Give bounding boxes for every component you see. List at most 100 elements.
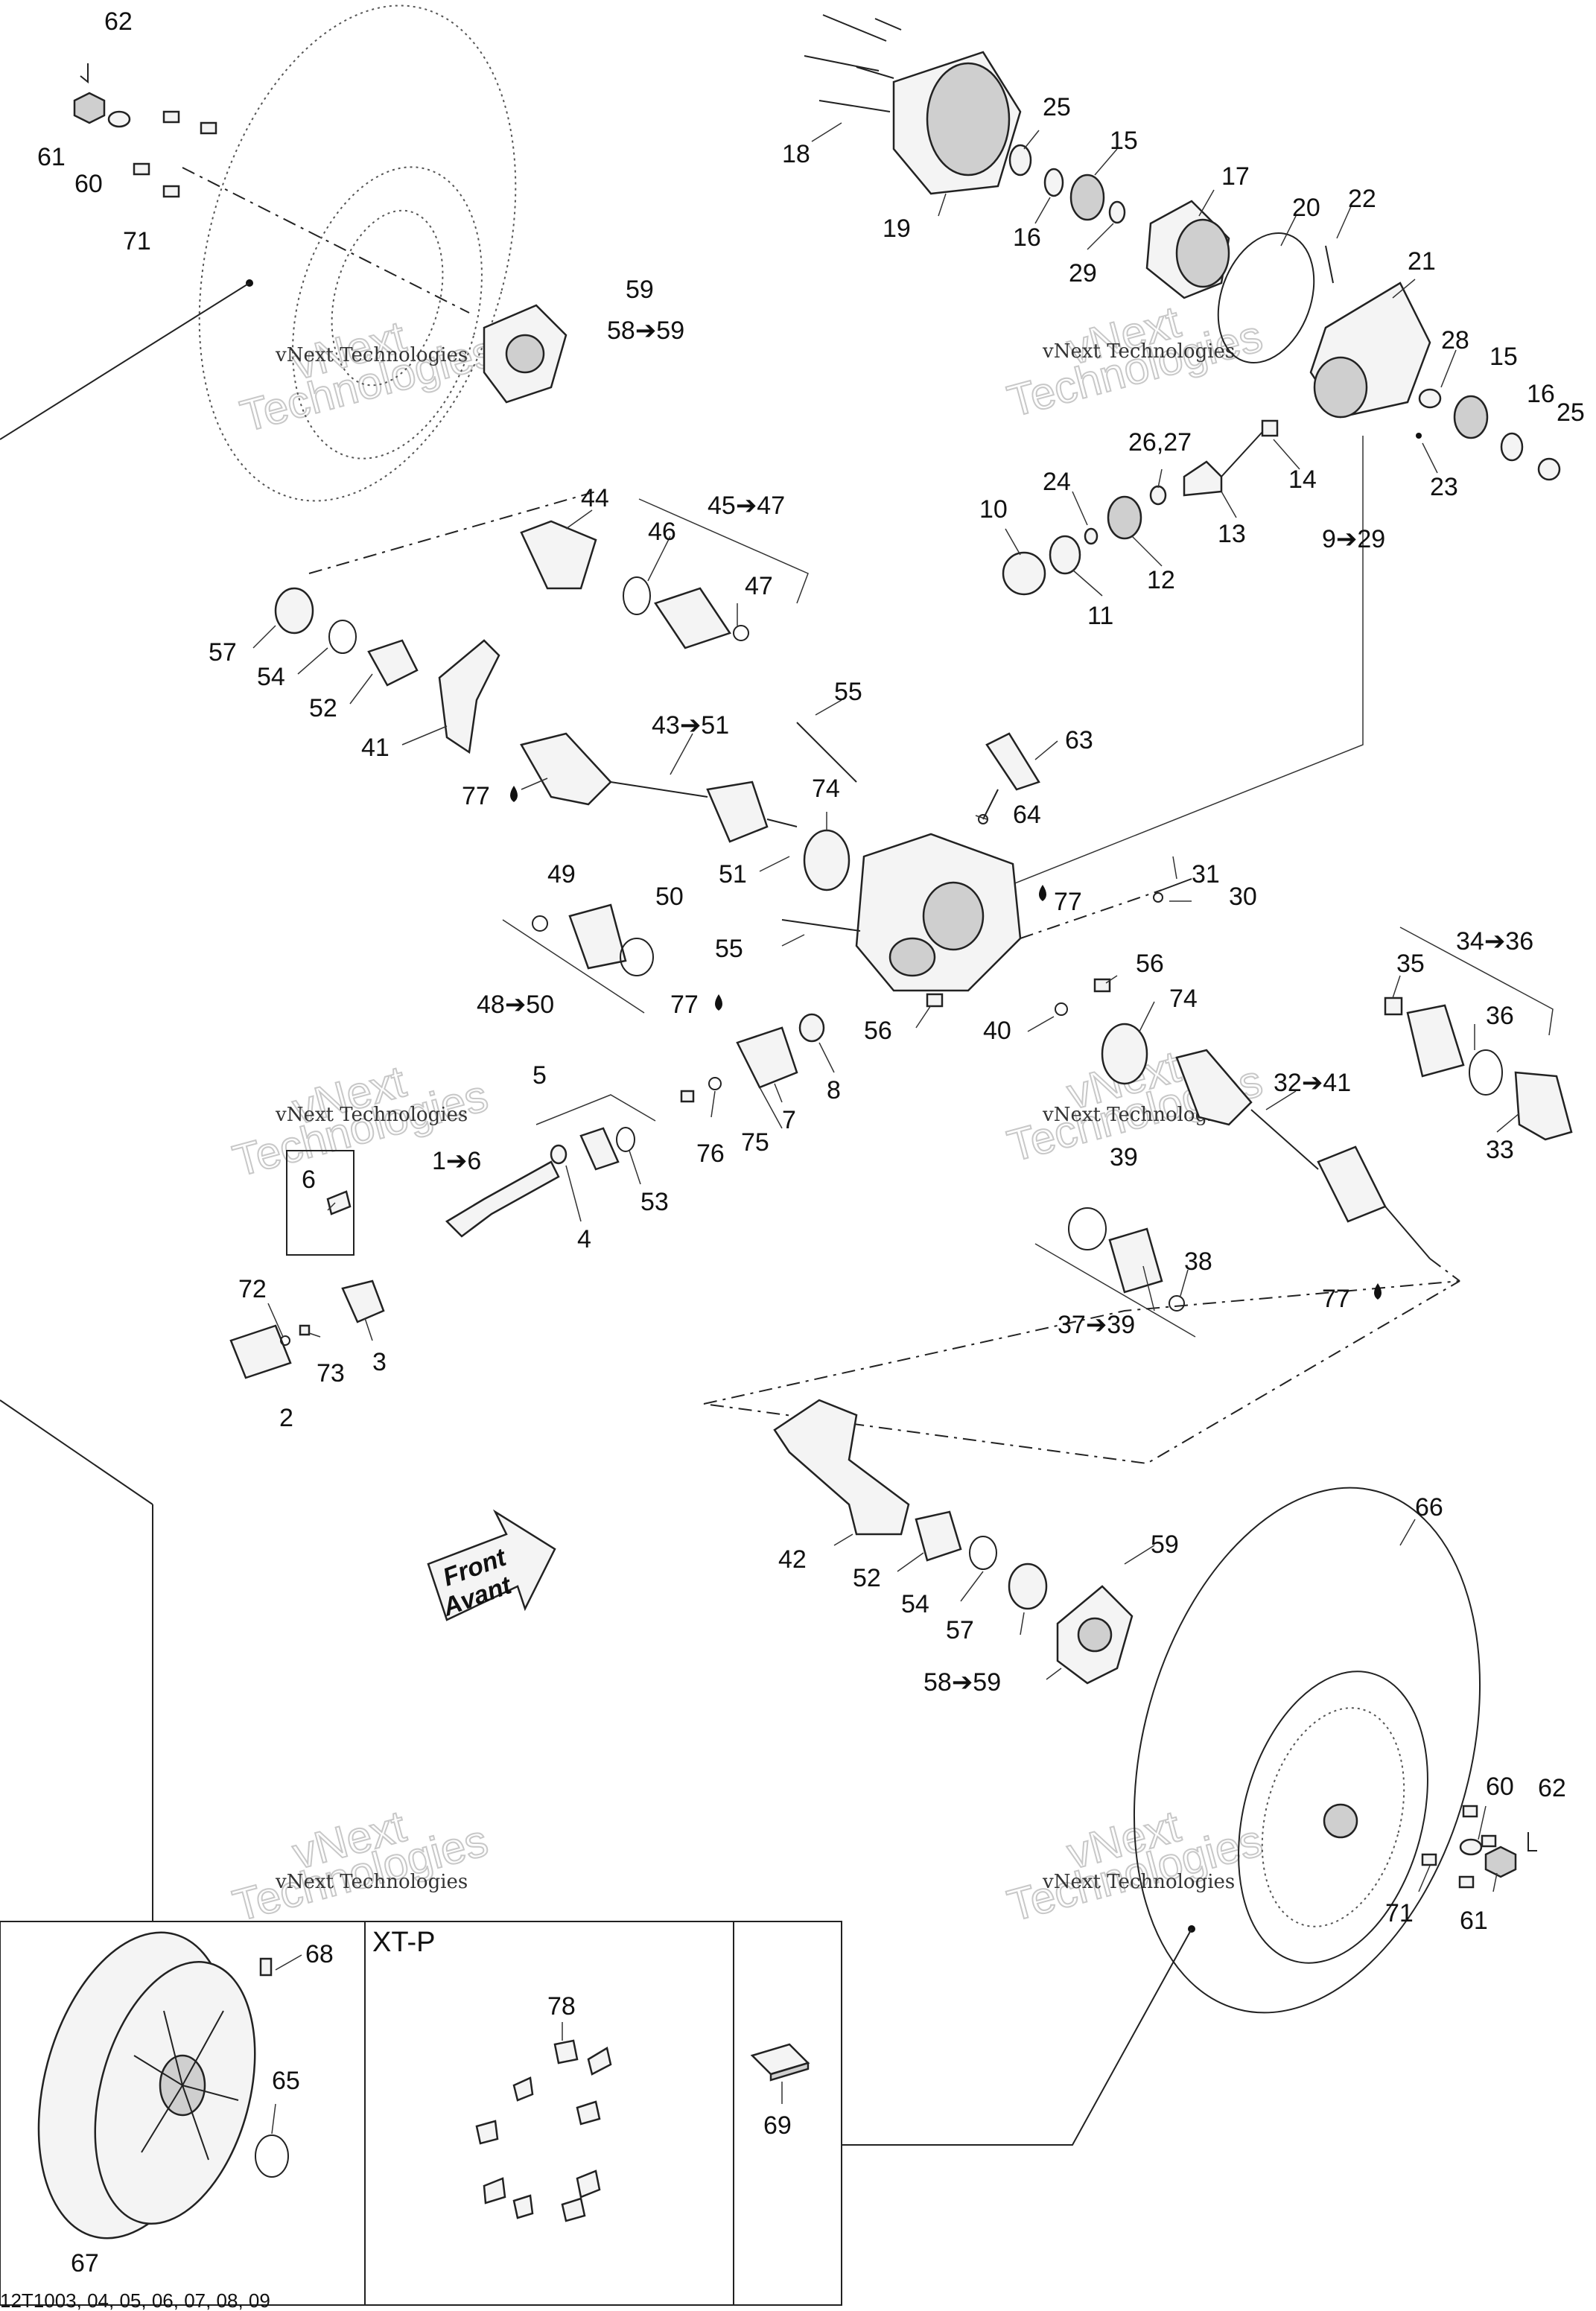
- label-29: 29: [1069, 259, 1097, 287]
- label-52a: 52: [309, 694, 337, 722]
- watermark-1: vNext Technologies vNext Technologies: [235, 311, 501, 442]
- label-64: 64: [1013, 801, 1041, 829]
- manual-69-edge: [769, 2062, 810, 2082]
- watermark-3: vNext Technologies vNext Technologies: [227, 1055, 494, 1186]
- seal-74b: [1101, 1023, 1148, 1085]
- inset-panels: [0, 1921, 842, 2306]
- washer-31: [1153, 892, 1163, 903]
- label-74b: 74: [1169, 985, 1198, 1013]
- label-7: 7: [782, 1106, 796, 1134]
- bearing-52b: [915, 1510, 962, 1562]
- label-37-39: 37➔39: [1058, 1311, 1135, 1339]
- label-16b: 16: [1527, 380, 1555, 408]
- nut-61b: [1484, 1846, 1517, 1878]
- washer-60: [107, 110, 131, 128]
- label-46: 46: [648, 518, 676, 546]
- clamp-39: [1068, 1207, 1107, 1250]
- leader-wheel-66: [842, 1928, 1192, 2146]
- label-10: 10: [979, 495, 1008, 524]
- seal-57: [274, 587, 314, 635]
- diff-port-right: [922, 881, 985, 951]
- label-45-47: 45➔47: [708, 492, 785, 520]
- label-56b: 56: [864, 1017, 892, 1045]
- boot-48: [568, 903, 627, 970]
- figure-reference: 12T1003, 04, 05, 06, 07, 08, 09: [0, 2289, 270, 2311]
- ring-65: [255, 2134, 289, 2178]
- leader-wheel: [0, 282, 250, 440]
- plug-23: [1416, 433, 1422, 439]
- label-57a: 57: [209, 638, 237, 667]
- label-28: 28: [1441, 326, 1469, 355]
- label-36: 36: [1486, 1002, 1514, 1030]
- label-72: 72: [238, 1275, 267, 1303]
- ring-40: [1055, 1002, 1068, 1016]
- cv-joint-inner-right: [1175, 1049, 1253, 1126]
- label-26-27: 26,27: [1128, 428, 1192, 457]
- label-34-36: 34➔36: [1456, 927, 1533, 956]
- right-halfshaft-assembly: [1034, 926, 1573, 1338]
- grease-fitting-6: [326, 1190, 352, 1215]
- label-19: 19: [883, 214, 911, 243]
- tire-outline: [198, 4, 517, 502]
- front-differential: [781, 722, 1192, 1008]
- label-11: 11: [1087, 602, 1113, 630]
- cover-21-port: [1313, 356, 1368, 419]
- stub-axle-33: [1514, 1071, 1573, 1141]
- watermark-5: vNext Technologies vNext Technologies: [227, 1800, 494, 1931]
- clamp-47: [733, 625, 749, 641]
- leader-64: [982, 789, 999, 820]
- label-41: 41: [361, 734, 390, 762]
- label-23: 23: [1430, 473, 1458, 501]
- label-61a: 61: [37, 143, 66, 171]
- label-73: 73: [317, 1359, 345, 1387]
- label-62a: 62: [104, 7, 133, 36]
- bearing-52: [367, 639, 419, 687]
- shaft-1: [445, 1160, 560, 1238]
- nut-76: [680, 1090, 695, 1103]
- bracket-5: [535, 1094, 656, 1125]
- label-51: 51: [719, 860, 747, 889]
- label-77a: 77: [462, 782, 490, 810]
- label-56a: 56: [1136, 950, 1164, 978]
- hub-58b-bore: [1077, 1617, 1113, 1653]
- seal-10: [1002, 551, 1046, 596]
- bearing-16: [1043, 168, 1064, 197]
- label-49: 49: [547, 860, 576, 889]
- cv-joint-inner: [706, 781, 769, 843]
- label-55b: 55: [715, 935, 743, 963]
- label-63: 63: [1065, 726, 1093, 754]
- label-59a: 59: [626, 276, 654, 304]
- clamp-49: [532, 915, 548, 932]
- label-69: 69: [763, 2111, 792, 2140]
- label-59b: 59: [1151, 1530, 1179, 1559]
- label-61b: 61: [1460, 1907, 1488, 1935]
- gear-17-hub: [1175, 218, 1230, 288]
- diff-port-front: [888, 937, 936, 977]
- label-4: 4: [577, 1225, 591, 1253]
- cross-3: [341, 1280, 385, 1323]
- label-78: 78: [547, 1992, 576, 2021]
- bracket-48-50: [502, 919, 645, 1014]
- washer-75: [708, 1077, 722, 1090]
- hub-bore: [505, 334, 545, 374]
- housing-19-bore: [926, 62, 1011, 177]
- dash-wheel-to-shaft: [308, 491, 597, 574]
- seal-25b: [1537, 457, 1561, 481]
- rear-differential-exploded: [804, 14, 1561, 891]
- oil-drop-77a: [510, 786, 518, 802]
- label-16a: 16: [1013, 223, 1041, 252]
- boot-5: [579, 1127, 620, 1171]
- rim-inner: [331, 209, 444, 387]
- part-labels: 62 61 60 71 59 58➔59 18 19 25 15 16 29 1…: [0, 7, 1585, 2311]
- shim-2627: [1149, 485, 1167, 506]
- cv-joint-outer-right: [1317, 1145, 1387, 1223]
- clamp-35: [1384, 996, 1403, 1016]
- clamp-53: [616, 1127, 635, 1152]
- torque-mark-62b: [1527, 1832, 1537, 1851]
- dash-knuckle-group: [703, 1280, 1460, 1465]
- stud-nut-b: [200, 121, 217, 135]
- ring-29: [1108, 200, 1126, 224]
- label-15a: 15: [1110, 127, 1138, 155]
- label-77d: 77: [1322, 1285, 1350, 1313]
- box-6: [286, 1150, 355, 1256]
